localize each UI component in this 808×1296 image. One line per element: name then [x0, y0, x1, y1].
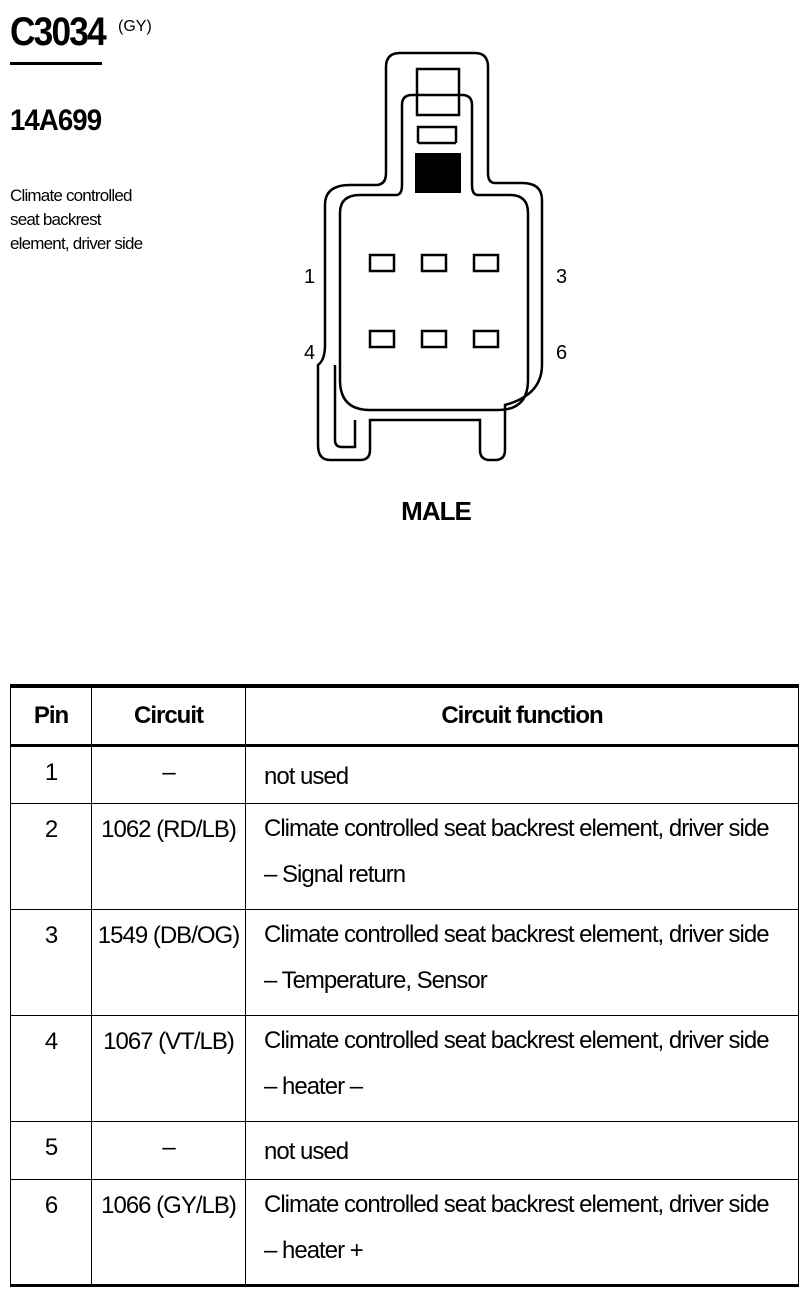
terminal-cavity-2	[420, 253, 448, 273]
pin-cell: 4	[10, 1015, 92, 1122]
circuit-cell: 1062 (RD/LB)	[91, 803, 246, 910]
table-row: 2 1062 (RD/LB) Climate controlled seat b…	[10, 803, 799, 910]
pin-label-6: 6	[556, 342, 567, 364]
table-header-row: Pin Circuit Circuit function	[10, 684, 799, 747]
terminal-cavity-3	[472, 253, 500, 273]
function-cell: Climate controlled seat backrest element…	[245, 1015, 799, 1122]
pin-assignment-table: Pin Circuit Circuit function 1 – not use…	[10, 684, 799, 1287]
part-number: 14A699	[10, 104, 102, 137]
column-header-circuit: Circuit	[91, 684, 246, 747]
pin-cell: 5	[10, 1121, 92, 1180]
left-foot	[333, 365, 357, 449]
circuit-cell: –	[91, 1121, 246, 1180]
connector-face-diagram: 1 3 4 6	[304, 51, 567, 462]
column-header-circuit-function: Circuit function	[245, 684, 799, 747]
pin-label-4: 4	[304, 342, 315, 364]
connector-description: Climate controlled seat backrest element…	[10, 186, 143, 253]
table-row: 5 – not used	[10, 1121, 799, 1180]
function-cell: Climate controlled seat backrest element…	[245, 909, 799, 1016]
table-row: 3 1549 (DB/OG) Climate controlled seat b…	[10, 909, 799, 1016]
title-underline	[10, 62, 102, 65]
latch-window	[416, 125, 458, 143]
table-row: 6 1066 (GY/LB) Climate controlled seat b…	[10, 1179, 799, 1287]
terminal-cavity-5	[420, 329, 448, 349]
terminal-cavity-1	[368, 253, 396, 273]
pin-label-1: 1	[304, 266, 315, 288]
terminal-cavity-4	[368, 329, 396, 349]
function-cell: not used	[245, 745, 799, 804]
latch-block	[415, 153, 461, 193]
circuit-cell: 1067 (VT/LB)	[91, 1015, 246, 1122]
pin-cell: 2	[10, 803, 92, 910]
connector-inner-body	[338, 93, 530, 412]
function-cell: Climate controlled seat backrest element…	[245, 803, 799, 910]
connector-outer-shell	[316, 51, 544, 462]
function-cell: Climate controlled seat backrest element…	[245, 1179, 799, 1287]
pin-cell: 6	[10, 1179, 92, 1287]
function-cell: not used	[245, 1121, 799, 1180]
pin-cell: 1	[10, 745, 92, 804]
circuit-cell: –	[91, 745, 246, 804]
table-row: 1 – not used	[10, 745, 799, 804]
terminal-cavity-6	[472, 329, 500, 349]
column-header-pin: Pin	[10, 684, 92, 747]
table-row: 4 1067 (VT/LB) Climate controlled seat b…	[10, 1015, 799, 1122]
pin-cell: 3	[10, 909, 92, 1016]
circuit-cell: 1066 (GY/LB)	[91, 1179, 246, 1287]
locking-tab	[415, 67, 461, 117]
pin-label-3: 3	[556, 266, 567, 288]
connector-color-code: (GY)	[118, 18, 152, 35]
connector-id: C3034	[10, 10, 107, 54]
circuit-cell: 1549 (DB/OG)	[91, 909, 246, 1016]
connector-gender-label: MALE	[401, 496, 472, 526]
